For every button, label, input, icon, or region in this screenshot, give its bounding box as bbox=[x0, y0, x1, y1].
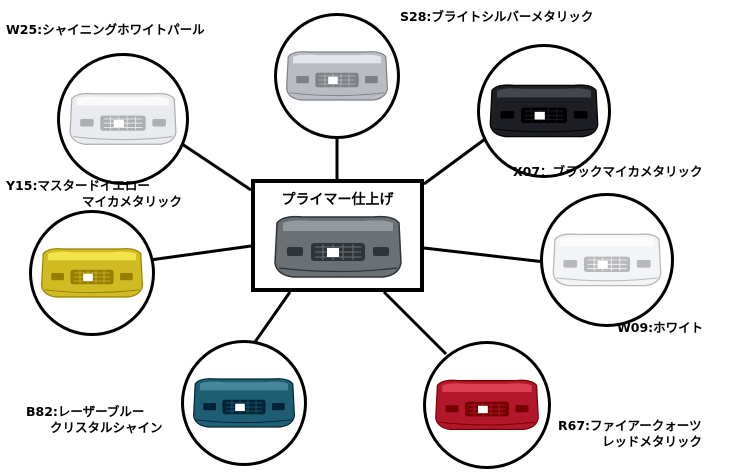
label-r67: R67:ファイアークォーツ レッドメタリック bbox=[558, 418, 702, 450]
variant-x07-circle bbox=[477, 44, 611, 178]
label-w25-line1: W25:シャイニングホワイトパール bbox=[6, 22, 205, 37]
center-title: プライマー仕上げ bbox=[281, 192, 394, 208]
bumper-illustration bbox=[285, 51, 389, 101]
label-s28: S28:ブライトシルバーメタリック bbox=[400, 9, 593, 25]
variant-r67-circle bbox=[423, 341, 551, 469]
variant-w25-circle bbox=[57, 53, 189, 185]
bumper-illustration bbox=[552, 233, 662, 287]
label-r67-line1: R67:ファイアークォーツ bbox=[558, 418, 702, 433]
label-b82: B82:レーザーブルー クリスタルシャイン bbox=[26, 404, 163, 436]
label-r67-line2: レッドメタリック bbox=[602, 434, 703, 449]
label-b82-line1: B82:レーザーブルー bbox=[26, 404, 145, 419]
label-b82-line2: クリスタルシャイン bbox=[50, 420, 163, 435]
bumper-illustration bbox=[40, 248, 144, 298]
primer-finish-box: プライマー仕上げ bbox=[251, 179, 424, 292]
variant-s28-circle bbox=[274, 13, 400, 139]
variant-w09-circle bbox=[540, 193, 674, 327]
bumper-illustration bbox=[489, 84, 599, 138]
variant-b82-circle bbox=[181, 340, 307, 466]
bumper-illustration bbox=[435, 379, 539, 431]
primer-bumper-image bbox=[273, 213, 403, 281]
label-y15-line1: Y15:マスタードイエロー bbox=[6, 178, 150, 193]
label-s28-line1: S28:ブライトシルバーメタリック bbox=[400, 9, 594, 24]
label-y15-line2: マイカメタリック bbox=[82, 194, 183, 209]
label-w09-line1: W09:ホワイト bbox=[617, 320, 704, 335]
label-y15: Y15:マスタードイエロー マイカメタリック bbox=[6, 178, 182, 210]
label-w25: W25:シャイニングホワイトパール bbox=[6, 22, 205, 38]
bumper-illustration bbox=[274, 215, 402, 278]
variant-y15-circle bbox=[29, 210, 155, 336]
bumper-illustration bbox=[69, 92, 177, 145]
label-x07: X07：ブラックマイカメタリック bbox=[513, 164, 703, 180]
label-x07-line1: X07：ブラックマイカメタリック bbox=[513, 164, 703, 179]
label-w09: W09:ホワイト bbox=[617, 320, 703, 336]
bumper-illustration bbox=[192, 378, 296, 428]
